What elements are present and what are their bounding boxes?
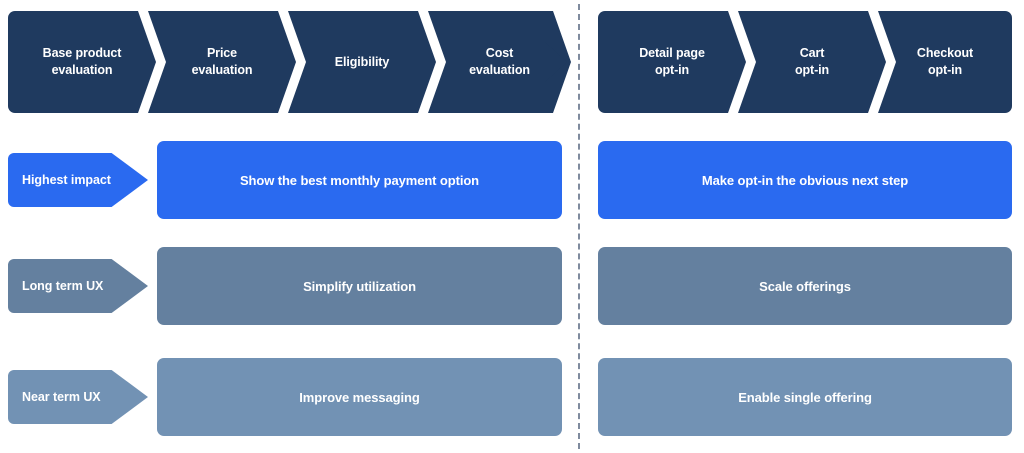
initiative-long-term-ux-opt-in[interactable]: Scale offerings [598, 247, 1012, 325]
priority-tag-near-term-ux[interactable]: Near term UX [8, 370, 148, 424]
priority-tag-label: Highest impact [22, 173, 111, 187]
process-stage-label: Checkout opt-in [916, 46, 974, 77]
phase-divider [578, 4, 580, 449]
process-stage-label: Price evaluation [191, 46, 253, 77]
initiative-near-term-ux-opt-in[interactable]: Enable single offering [598, 358, 1012, 436]
process-stage-base-product-evaluation[interactable]: Base product evaluation [8, 11, 156, 113]
process-stage-label: Cart opt-in [794, 46, 830, 77]
priority-tag-long-term-ux[interactable]: Long term UX [8, 259, 148, 313]
process-stage-eligibility[interactable]: Eligibility [288, 11, 436, 113]
initiative-highest-impact-opt-in[interactable]: Make opt-in the obvious next step [598, 141, 1012, 219]
initiative-label: Make opt-in the obvious next step [701, 172, 909, 188]
initiative-long-term-ux-evaluation[interactable]: Simplify utilization [157, 247, 562, 325]
process-group-opt-in-phase: Detail page opt-in Cart opt-in Checkout … [598, 11, 1012, 113]
initiative-label: Enable single offering [738, 389, 872, 405]
process-stage-label: Eligibility [334, 54, 390, 69]
process-stage-label: Detail page opt-in [639, 46, 705, 77]
process-stage-price-evaluation[interactable]: Price evaluation [148, 11, 296, 113]
process-stage-cart-opt-in[interactable]: Cart opt-in [738, 11, 886, 113]
process-stage-checkout-opt-in[interactable]: Checkout opt-in [878, 11, 1012, 113]
initiative-label: Simplify utilization [303, 278, 416, 294]
initiative-highest-impact-evaluation[interactable]: Show the best monthly payment option [157, 141, 562, 219]
priority-tag-highest-impact[interactable]: Highest impact [8, 153, 148, 207]
initiative-label: Scale offerings [759, 278, 851, 294]
process-stage-detail-page-opt-in[interactable]: Detail page opt-in [598, 11, 746, 113]
process-stage-label: Base product evaluation [42, 46, 122, 77]
initiative-label: Show the best monthly payment option [239, 172, 480, 188]
priority-tag-label: Near term UX [22, 390, 101, 404]
process-group-evaluation-phase: Base product evaluation Price evaluation… [8, 11, 571, 113]
initiative-label: Improve messaging [299, 389, 420, 405]
process-stage-label: Cost evaluation [469, 46, 530, 77]
priority-tag-label: Long term UX [22, 279, 104, 293]
initiative-near-term-ux-evaluation[interactable]: Improve messaging [157, 358, 562, 436]
